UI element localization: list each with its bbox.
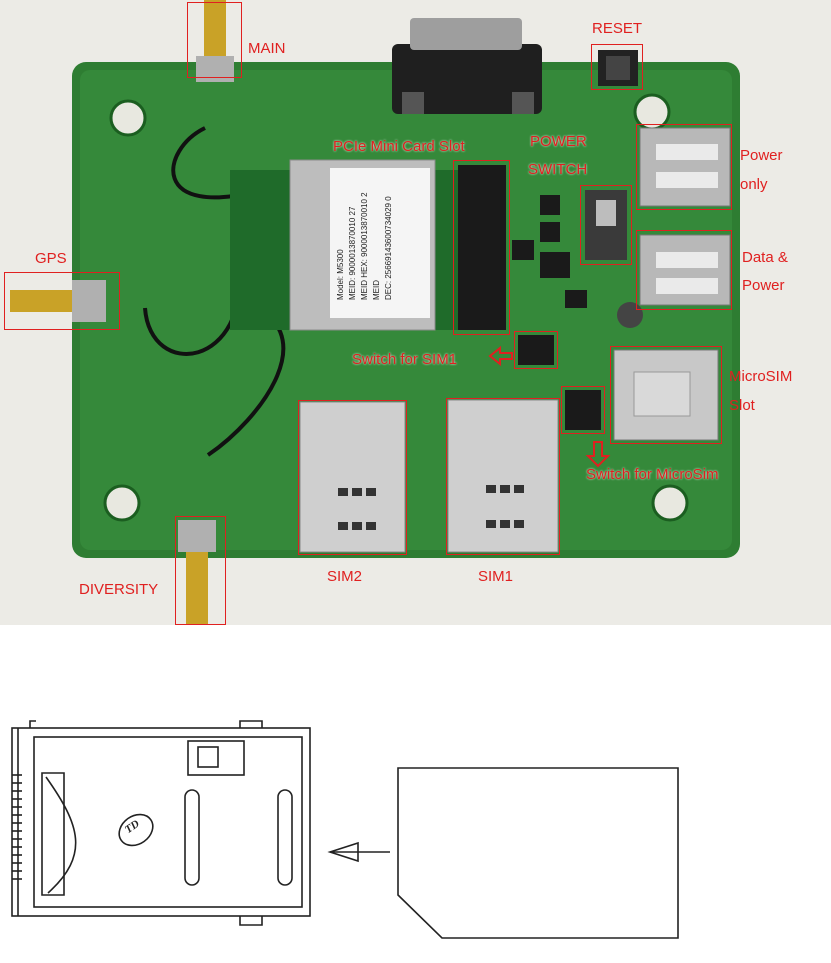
label-microsim-slot-1: MicroSIM [729, 362, 792, 391]
label-switch-microsim: Switch for MicroSim [586, 460, 719, 489]
latch-outline [188, 741, 244, 775]
holder-inner [34, 737, 302, 907]
power-only-box [636, 124, 732, 210]
label-power-switch-2: SWITCH [528, 155, 587, 184]
board-illustration [0, 0, 831, 625]
serial-connector-shell [410, 18, 522, 50]
sim2-box [298, 400, 407, 555]
label-main: MAIN [248, 34, 286, 63]
main-box [187, 2, 242, 78]
sim1-switch-box [514, 331, 558, 369]
ic-2 [540, 222, 560, 242]
label-pcie-slot: PCIe Mini Card Slot [333, 132, 465, 161]
label-diversity: DIVERSITY [79, 575, 158, 604]
contact-comb [12, 775, 22, 879]
label-data-power-2: Power [742, 271, 785, 300]
module-text-line4: MEID [371, 160, 383, 300]
serial-screw-right [512, 92, 534, 114]
sim1-box [446, 398, 560, 555]
label-switch-sim1: Switch for SIM1 [352, 345, 457, 374]
module-text-line5: DEC: 25669143600734029 0 [383, 160, 395, 300]
label-gps: GPS [35, 244, 67, 273]
module-text: Model: M5300 MEID: 9000013870010 27 MEID… [335, 160, 395, 300]
sim-card-outline [398, 768, 678, 938]
reset-box [591, 44, 643, 90]
label-reset: RESET [592, 14, 642, 43]
sim-holder-drawing: TD [0, 625, 831, 958]
mount-hole-tl [111, 101, 145, 135]
label-data-power-1: Data & [742, 243, 788, 272]
holder-outline [12, 728, 310, 916]
sim-holder-line-drawing [0, 625, 831, 958]
mount-hole-br [653, 486, 687, 520]
spring-curve [46, 777, 76, 893]
board-photo: Model: M5300 MEID: 9000013870010 27 MEID… [0, 0, 831, 625]
latch-inner [198, 747, 218, 767]
microsim-box [610, 346, 722, 444]
diversity-box [175, 516, 226, 625]
data-power-box [636, 230, 732, 310]
module-text-line2: MEID: 9000013870010 27 [347, 160, 359, 300]
label-sim1: SIM1 [478, 562, 513, 591]
label-power-switch-1: POWER [530, 127, 587, 156]
ic-1 [540, 195, 560, 215]
label-power-only-2: only [740, 170, 768, 199]
ic-3 [540, 252, 570, 278]
mount-hole-bl [105, 486, 139, 520]
ic-5 [565, 290, 587, 308]
slot-left [185, 790, 199, 885]
label-sim2: SIM2 [327, 562, 362, 591]
tab-top-left [30, 721, 36, 728]
module-text-line1: Model: M5300 [335, 160, 347, 300]
gps-box [4, 272, 120, 330]
serial-screw-left [402, 92, 424, 114]
module-text-line3: MEID HEX: 9000013870010 2 [359, 160, 371, 300]
label-power-only-1: Power [740, 141, 783, 170]
microsim-switch-box [561, 386, 605, 434]
pcie-box [453, 160, 510, 335]
tab-top-right [240, 721, 262, 728]
ic-4 [512, 240, 534, 260]
slot-right [278, 790, 292, 885]
power-switch-box [580, 185, 632, 265]
spring-contact-frame [42, 773, 64, 895]
label-microsim-slot-2: Slot [729, 391, 755, 420]
tab-bottom-right [240, 916, 262, 925]
